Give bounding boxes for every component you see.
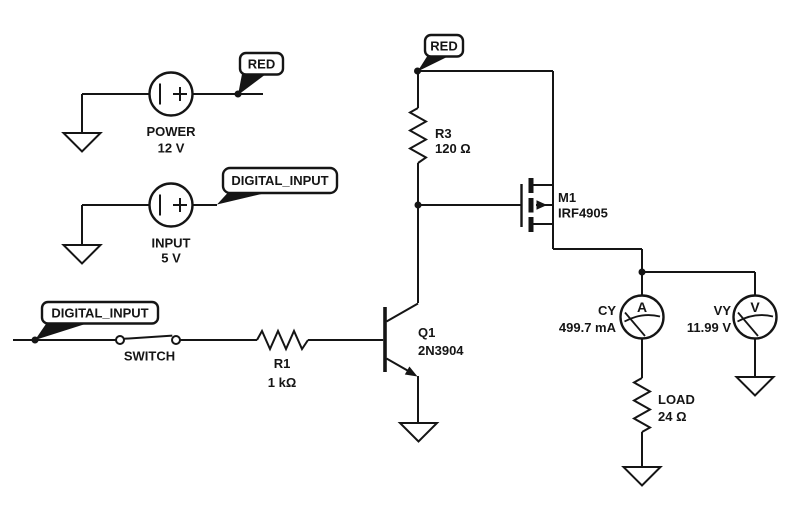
transistor-collector: [386, 302, 419, 323]
net-tag-label: DIGITAL_INPUT: [231, 173, 328, 188]
ground-icons: [61, 132, 776, 487]
r1-value: 1 kΩ: [268, 375, 297, 390]
dc-source-icon: [148, 182, 194, 228]
resistor-icon: [407, 107, 429, 164]
junction-dots: [414, 201, 646, 276]
voltmeter-icon: [732, 294, 778, 340]
tag-pointer: [35, 322, 90, 340]
q1-part: 2N3904: [418, 343, 464, 358]
cy-reading: 499.7 mA: [559, 320, 617, 335]
meter-needle: [737, 311, 759, 337]
junction-dot: [638, 268, 646, 276]
q1-ref: Q1: [418, 325, 435, 340]
m1-ref: M1: [558, 190, 576, 205]
net-tag-red-power: RED: [234, 51, 285, 98]
net-tag-label: RED: [430, 39, 457, 54]
cy-ref: CY: [598, 303, 616, 318]
dc-source-power: POWER 12 V: [146, 71, 196, 156]
switch-arm-icon: [123, 334, 173, 340]
ammeter-glyph: A: [637, 299, 647, 315]
load-ref: LOAD: [658, 392, 695, 407]
meter-scale-arc: [737, 314, 774, 323]
power-source-value: 12 V: [158, 141, 185, 156]
ground-icon: [61, 244, 103, 265]
tag-pointer: [417, 56, 448, 72]
net-tag-label: RED: [248, 57, 275, 72]
switch-label: SWITCH: [124, 349, 175, 364]
ground-icon: [61, 132, 103, 153]
meter-scale-arc: [624, 314, 661, 323]
transistor-emitter: [386, 357, 412, 374]
ground-icon: [621, 466, 663, 487]
ground-icon: [734, 376, 776, 397]
switch-pole-icon: [171, 335, 181, 345]
meter-needle: [624, 311, 646, 337]
mosfet-arrow-icon: [536, 200, 547, 210]
resistor-icon: [256, 328, 309, 352]
r1-ref: R1: [274, 356, 291, 371]
ammeter-icon: [619, 294, 665, 340]
emitter-arrow-icon: [404, 366, 418, 377]
resistor-r3: R3 120 Ω: [407, 107, 471, 164]
switch[interactable]: SWITCH: [115, 334, 181, 364]
resistor-load: LOAD 24 Ω: [631, 377, 695, 433]
tag-pointer: [238, 74, 266, 95]
npn-transistor-q1: Q1 2N3904: [383, 302, 464, 377]
resistor-icon: [631, 377, 653, 433]
voltmeter-vy: V VY 11.99 V: [687, 294, 778, 340]
dc-source-input: INPUT 5 V: [148, 182, 194, 266]
ammeter-cy: A CY 499.7 mA: [559, 294, 665, 340]
net-tag-red-rail: RED: [414, 33, 465, 75]
voltmeter-glyph: V: [750, 299, 760, 315]
m1-part: IRF4905: [558, 206, 608, 221]
net-tag-digital-input-switch: DIGITAL_INPUT: [31, 300, 160, 344]
junction-dot: [414, 201, 422, 209]
input-source-label: INPUT: [152, 236, 191, 251]
load-value: 24 Ω: [658, 409, 687, 424]
wires: [13, 70, 756, 467]
switch-pole-icon: [115, 335, 125, 345]
r3-ref: R3: [435, 126, 452, 141]
vy-reading: 11.99 V: [687, 320, 731, 335]
vy-ref: VY: [714, 303, 732, 318]
dc-source-icon: [148, 71, 194, 117]
power-source-label: POWER: [146, 124, 196, 139]
pmos-transistor-m1: M1 IRF4905: [520, 178, 608, 232]
tag-pointer: [217, 192, 268, 205]
input-source-value: 5 V: [161, 251, 181, 266]
net-tag-label: DIGITAL_INPUT: [51, 306, 148, 321]
ground-icon: [397, 422, 440, 443]
net-tag-digital-input-source: DIGITAL_INPUT: [217, 166, 339, 205]
r3-value: 120 Ω: [435, 141, 471, 156]
resistor-r1: R1 1 kΩ: [256, 328, 309, 390]
